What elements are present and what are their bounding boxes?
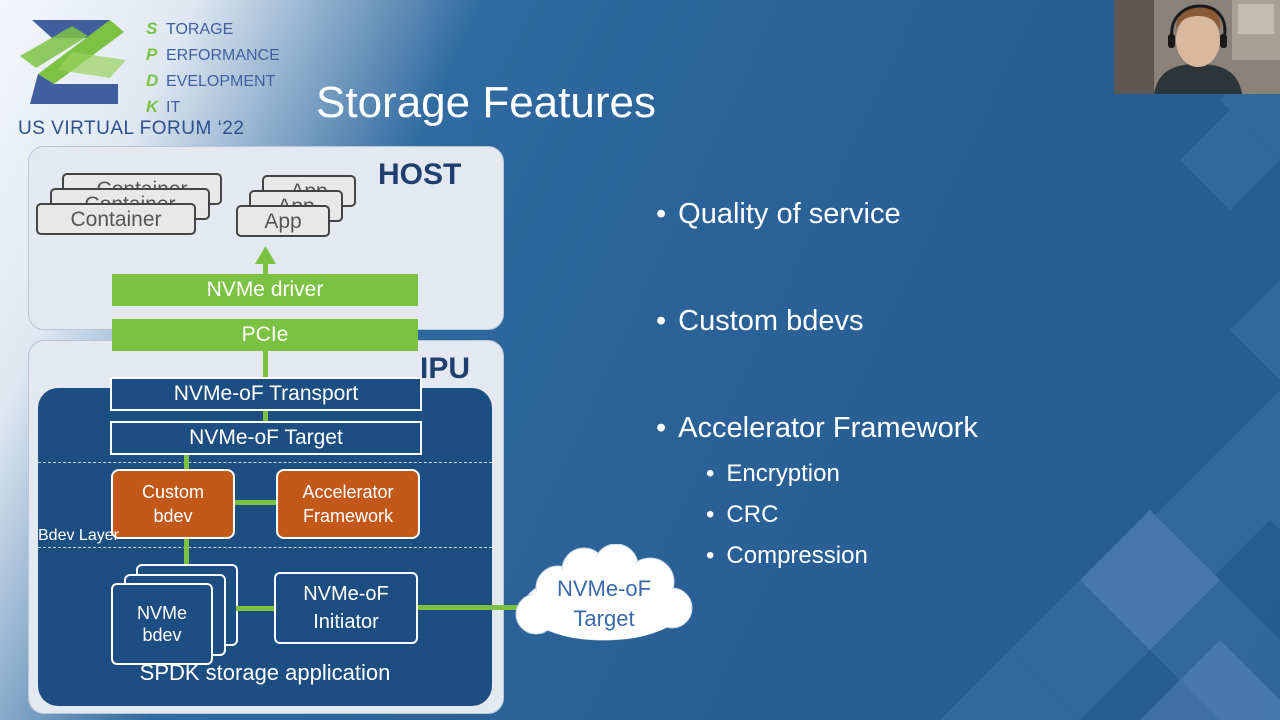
bdev-layer-label: Bdev Layer bbox=[38, 527, 119, 544]
subbullet-compression: •Compression bbox=[706, 542, 868, 569]
nvme-initiator-link bbox=[236, 606, 274, 611]
bullet-custom-bdevs: •Custom bdevs bbox=[656, 305, 864, 337]
pcie-bar: PCIe bbox=[112, 319, 418, 351]
cloud-icon bbox=[515, 544, 693, 641]
bullet-accelerator-framework: •Accelerator Framework bbox=[656, 412, 978, 444]
slide-title: Storage Features bbox=[316, 78, 656, 127]
transport-target-link bbox=[263, 411, 268, 421]
bdev-layer-top-divider bbox=[38, 462, 492, 463]
host-label: HOST bbox=[378, 158, 462, 191]
custom-nvme-link bbox=[184, 539, 189, 565]
subbullet-crc: •CRC bbox=[706, 501, 779, 528]
subbullet-encryption: •Encryption bbox=[706, 460, 840, 487]
app-card-front: App bbox=[236, 205, 330, 237]
nvme-driver-bar: NVMe driver bbox=[112, 274, 418, 306]
custom-accel-link bbox=[235, 500, 277, 505]
spdk-logo-mark-icon bbox=[20, 20, 126, 104]
spdk-app-label: SPDK storage application bbox=[139, 660, 391, 685]
custom-bdev-box: Custom bdev bbox=[111, 469, 235, 539]
ipu-label: IPU bbox=[420, 352, 471, 385]
presenter-webcam bbox=[1114, 0, 1280, 94]
nvmeof-initiator-box: NVMe-oF Initiator bbox=[274, 572, 418, 644]
cloud-nvmeof-target-label: NVMe-oF Target bbox=[556, 576, 652, 631]
target-custom-link bbox=[184, 455, 189, 470]
nvmeof-target-box: NVMe-oF Target bbox=[110, 421, 422, 455]
initiator-cloud-link bbox=[418, 605, 518, 610]
container-card-front: Container bbox=[36, 203, 196, 235]
pcie-transport-link bbox=[263, 351, 268, 379]
arrow-shaft bbox=[263, 262, 268, 274]
accelerator-framework-box: Accelerator Framework bbox=[276, 469, 420, 539]
arrow-up-icon bbox=[255, 246, 276, 264]
forum-label: US VIRTUAL FORUM ‘22 bbox=[18, 118, 245, 139]
bullet-quality-of-service: •Quality of service bbox=[656, 198, 901, 230]
bdev-layer-bottom-divider bbox=[38, 547, 492, 548]
nvmeof-transport-box: NVMe-oF Transport bbox=[110, 377, 422, 411]
presenter-video-frame bbox=[1114, 0, 1280, 94]
nvme-bdev-card-front: NVMe bdev bbox=[111, 583, 213, 665]
